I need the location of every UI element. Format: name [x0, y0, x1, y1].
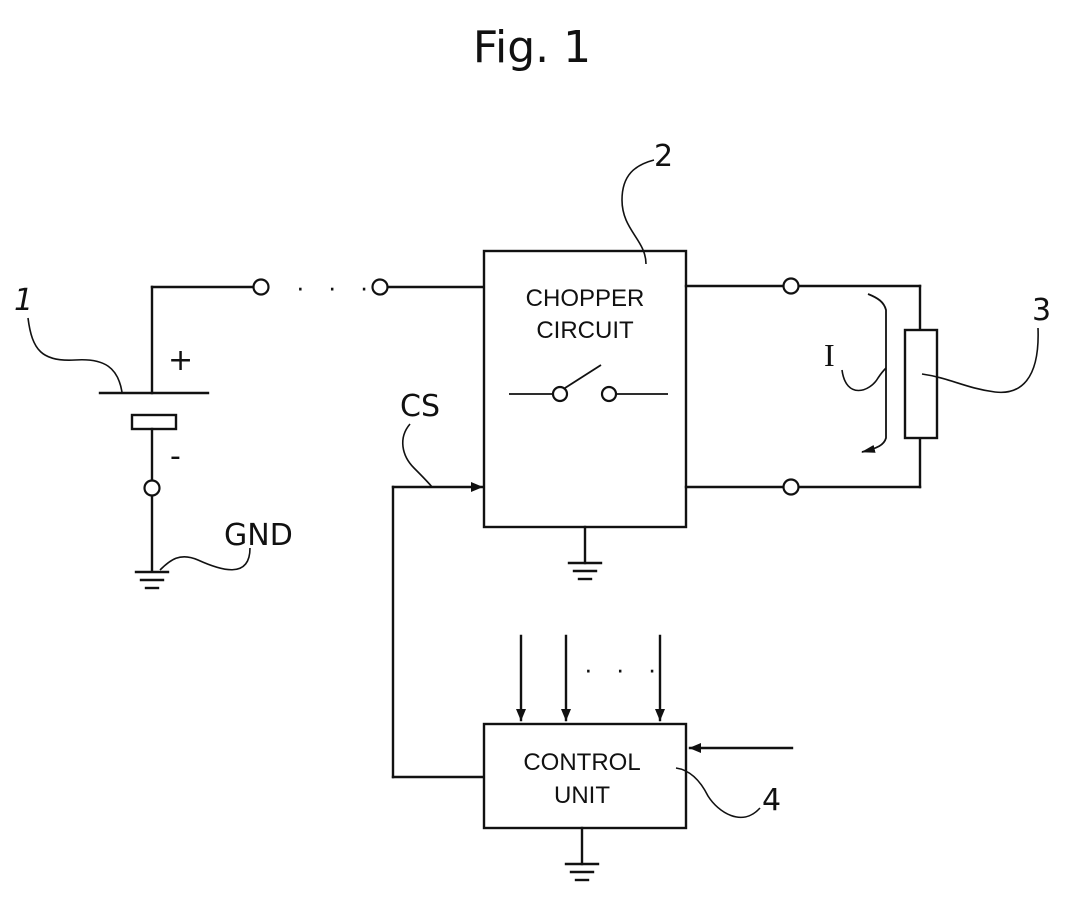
leader-load	[922, 328, 1038, 392]
cs-label: CS	[400, 389, 440, 424]
terminal-out-top	[784, 279, 799, 294]
chopper-label-line2: CIRCUIT	[536, 317, 634, 344]
leader-battery	[28, 318, 122, 392]
terminal-out-bottom	[784, 480, 799, 495]
ref-label-load: 3	[1032, 293, 1051, 328]
chopper-label-line1: CHOPPER	[526, 285, 645, 312]
figure-title: Fig. 1	[473, 22, 591, 73]
leader-cs	[403, 424, 432, 487]
ref-label-control: 4	[762, 783, 781, 818]
leader-chopper	[622, 160, 654, 264]
leader-current	[842, 368, 886, 391]
terminal-top-left	[254, 280, 269, 295]
control-unit-label-line1: CONTROL	[523, 749, 640, 776]
control-unit-box	[484, 724, 686, 828]
output-wires	[686, 279, 920, 495]
battery-negative-plate	[132, 415, 176, 429]
current-label: I	[824, 337, 835, 373]
wire-continuation-dots: · · ·	[296, 272, 376, 302]
load-resistor	[905, 330, 937, 438]
leader-control	[676, 768, 760, 817]
battery-plus-label: +	[168, 343, 193, 378]
battery-minus-label: -	[170, 439, 181, 474]
ground-symbol-chopper	[569, 527, 601, 579]
gnd-label: GND	[224, 518, 293, 553]
ground-symbol-control	[566, 828, 598, 880]
battery	[100, 287, 208, 570]
ground-symbol-battery	[136, 572, 168, 588]
control-unit-label-line2: UNIT	[554, 782, 610, 809]
ref-label-battery: 1	[14, 283, 33, 318]
input-continuation-dots: · · ·	[584, 654, 664, 684]
ground-terminal	[145, 481, 160, 496]
ref-label-chopper: 2	[654, 139, 673, 174]
